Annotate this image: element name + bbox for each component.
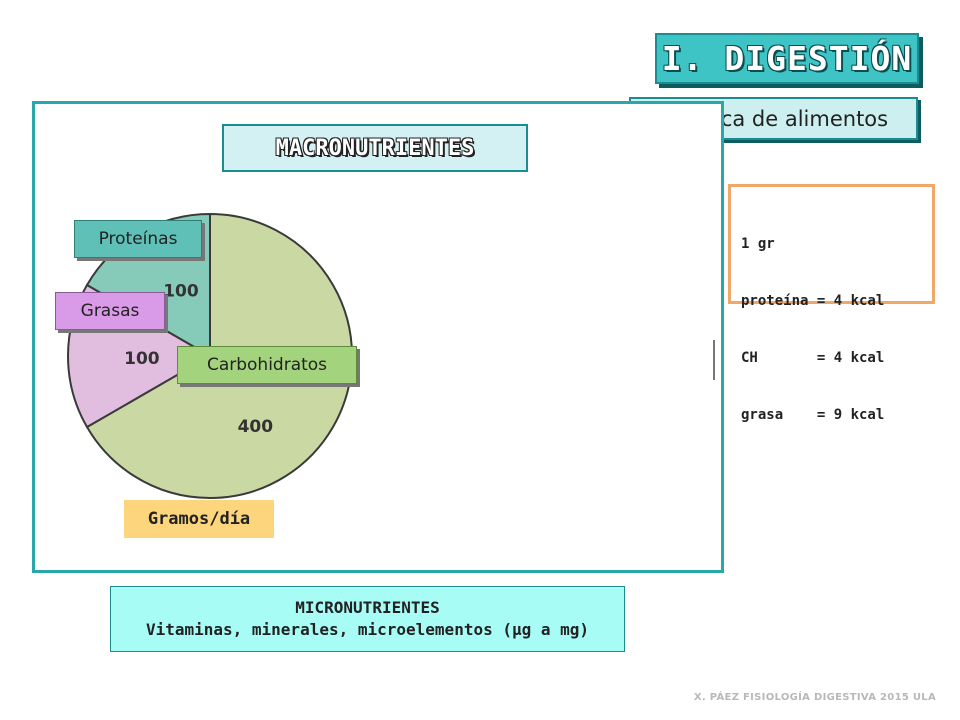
units-label: Gramos/día — [124, 500, 274, 538]
pie-value-label-grasas: 100 — [124, 349, 160, 369]
macronutrients-label: MACRONUTRIENTES — [222, 124, 528, 172]
footer-credit: X. PÁEZ FISIOLOGÍA DIGESTIVA 2015 ULA — [693, 692, 936, 703]
energy-info-box: 1 gr proteína = 4 kcal CH = 4 kcal grasa… — [728, 184, 935, 423]
page-title: I. DIGESTIÓN — [661, 39, 913, 78]
legend-label-grasas: Grasas — [80, 301, 140, 321]
legend-label-proteinas: Proteínas — [98, 229, 178, 249]
legend-label-carbohidratos: Carbohidratos — [206, 355, 328, 375]
micronutrients-box: MICRONUTRIENTES Vitaminas, minerales, mi… — [110, 586, 625, 652]
divider-line — [713, 340, 715, 380]
micronutrients-desc: Vitaminas, minerales, microelementos (μg… — [145, 620, 590, 639]
title-badge: I. DIGESTIÓN — [655, 33, 919, 84]
pie-value-label-proteínas: 100 — [163, 281, 199, 301]
pie-value-labels: 400 100 100 — [124, 281, 273, 437]
macronutrients-text: MACRONUTRIENTES — [275, 135, 475, 161]
legend-tag-grasas: Grasas — [55, 292, 165, 330]
energy-line-grasa: grasa = 9 kcal — [741, 407, 885, 423]
pie-value-label-carbohidratos: 400 — [238, 417, 274, 437]
energy-line-ch: CH = 4 kcal — [741, 350, 885, 366]
legend-tag-carbohidratos: Carbohidratos — [177, 346, 357, 384]
energy-line-proteina: proteína = 4 kcal — [741, 293, 885, 309]
legend-tag-proteinas: Proteínas — [74, 220, 202, 258]
micronutrients-title: MICRONUTRIENTES — [295, 598, 440, 617]
energy-header: 1 gr — [741, 236, 775, 252]
